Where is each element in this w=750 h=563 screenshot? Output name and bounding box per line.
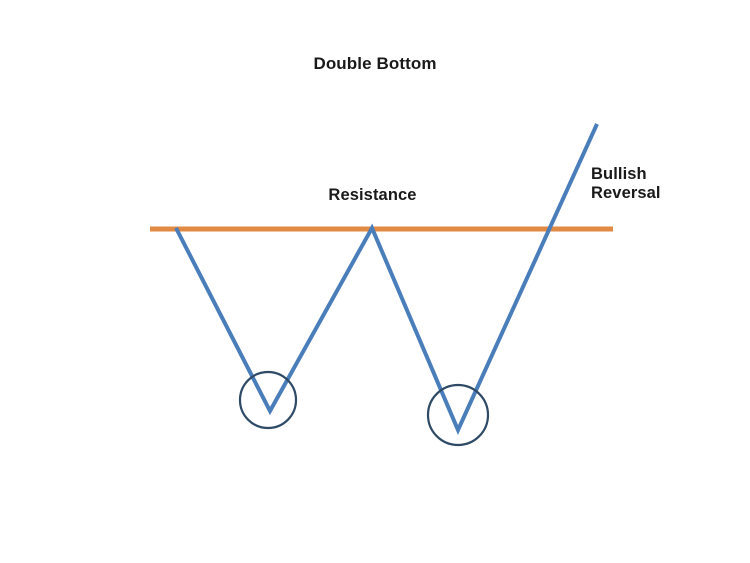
- bullish-reversal-label: Bullish Reversal: [591, 165, 661, 204]
- bullish-reversal-line-2: Reversal: [591, 184, 661, 203]
- bullish-reversal-line-1: Bullish: [591, 165, 647, 183]
- first-bottom-circle: [238, 370, 298, 430]
- second-bottom-circle: [426, 383, 490, 447]
- chart-title: Double Bottom: [313, 54, 437, 73]
- resistance-label: Resistance: [328, 186, 417, 204]
- price-line: [174, 123, 599, 435]
